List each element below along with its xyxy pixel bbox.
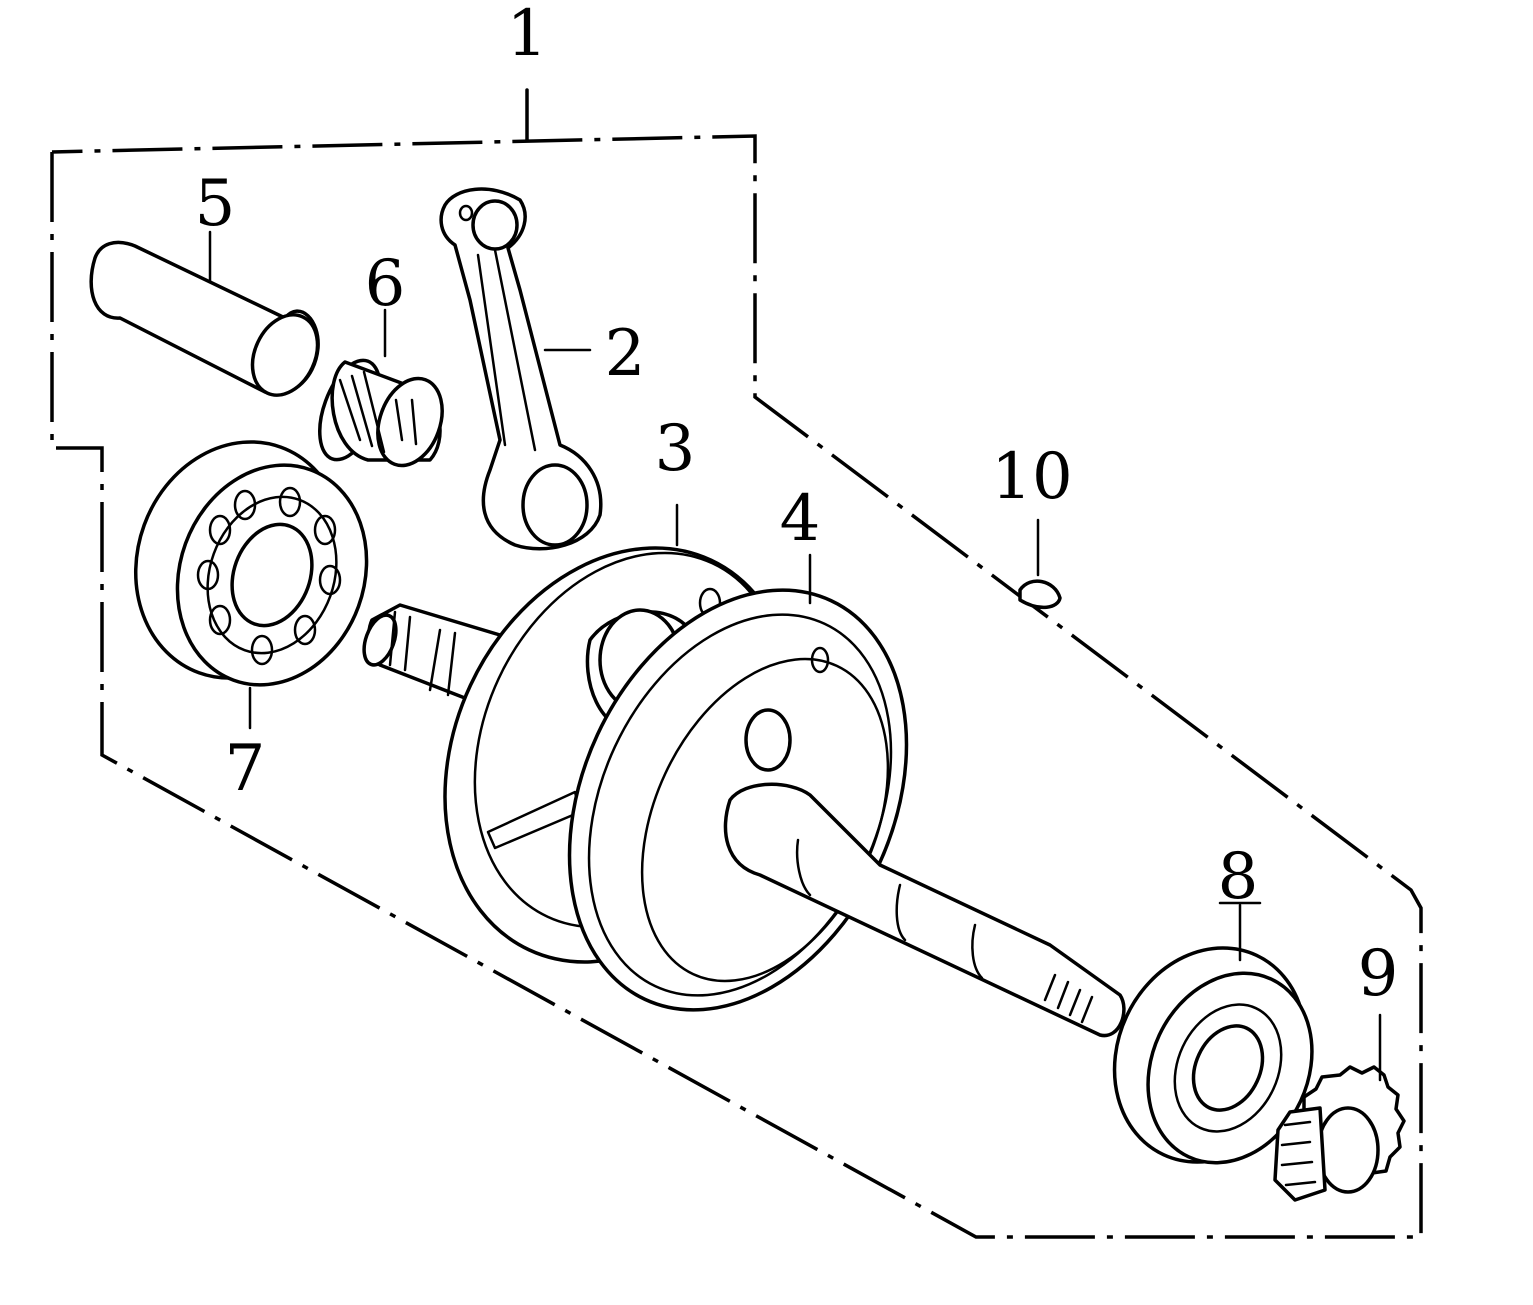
right-ball-bearing-part (1112, 901, 1314, 1165)
connecting-rod-part (439, 187, 603, 551)
callout-9: 9 (1358, 937, 1399, 1011)
woodruff-key-part (1018, 518, 1062, 610)
left-shaft-stub (362, 603, 502, 702)
callout-4: 4 (780, 482, 821, 556)
needle-bearing-part (318, 308, 444, 468)
drive-gear-part (1273, 1013, 1406, 1202)
callout-3: 3 (655, 412, 696, 486)
crank-pin-part (89, 230, 320, 397)
callout-1: 1 (507, 0, 548, 71)
callout-2: 2 (605, 317, 646, 391)
left-ball-bearing-part (133, 440, 369, 730)
callout-8: 8 (1218, 840, 1259, 914)
callout-10: 10 (991, 440, 1072, 514)
callout-6: 6 (365, 247, 406, 321)
right-main-shaft (723, 782, 1126, 1038)
callout-5: 5 (195, 167, 236, 241)
assembly-boundary (50, 88, 1423, 1239)
callout-labels: 1 2 3 4 5 6 7 8 9 10 (195, 0, 1399, 1011)
callout-7: 7 (225, 732, 266, 806)
